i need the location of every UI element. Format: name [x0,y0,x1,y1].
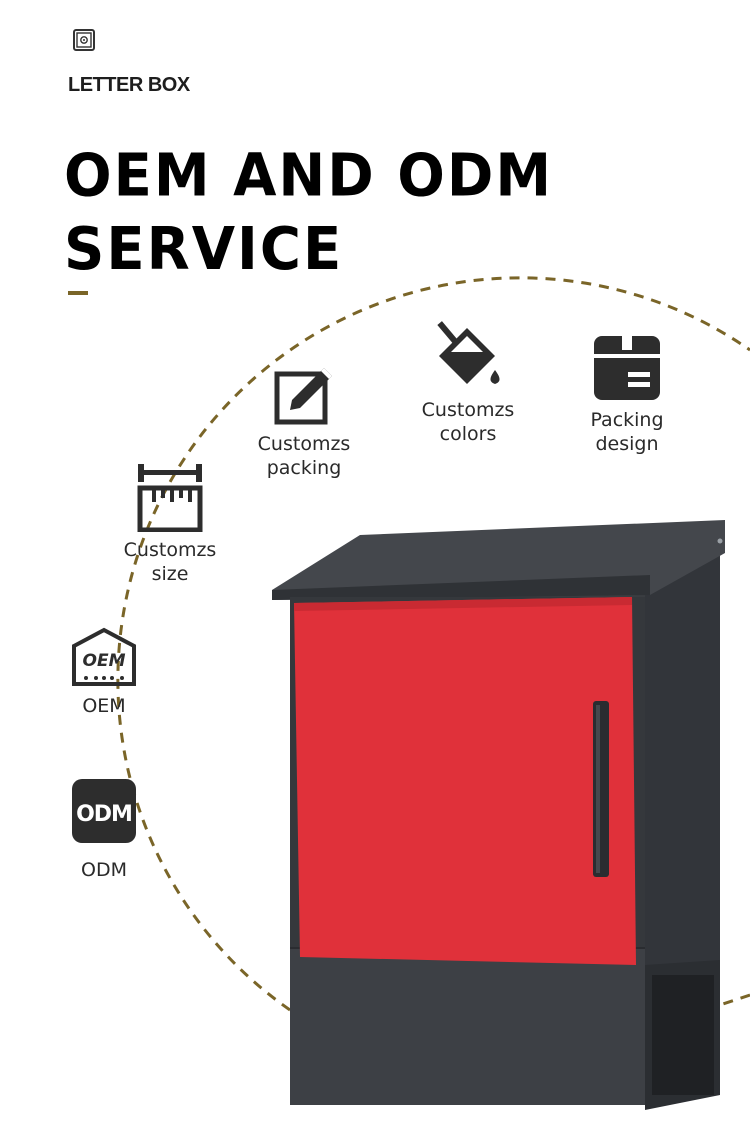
feature-packing-label: Customzs packing [257,433,351,479]
feature-packing-design: Packing design [568,334,686,456]
feature-size: Customzs size [108,464,232,586]
odm-badge-text: ODM [76,802,132,827]
title-line-2: SERVICE [64,215,344,284]
feature-colors: Customzs colors [410,318,526,446]
safe-icon [73,29,95,51]
accent-bar [68,291,88,295]
feature-oem: OEM OEM [64,626,144,718]
feature-packing-design-label: Packing design [590,409,664,455]
feature-oem-label: OEM [82,695,126,717]
ruler-icon [137,464,203,532]
feature-colors-label: Customzs colors [421,399,515,445]
mailbox-image [272,520,725,1110]
page-title: OEM AND ODM SERVICE [64,140,553,287]
brand-label: LETTER BOX [68,74,190,96]
feature-odm-label: ODM [81,859,127,881]
feature-odm: ODM ODM [64,778,144,882]
feature-packing: Customzs packing [246,368,362,480]
oem-badge-text: OEM [83,651,126,671]
odm-badge-icon: ODM [72,779,136,843]
oem-badge-icon: OEM [72,627,136,686]
box-icon [594,336,660,400]
edit-icon [274,368,332,425]
feature-size-label: Customzs size [123,539,217,585]
paint-bucket-icon [437,321,500,384]
title-line-1: OEM AND ODM [64,142,554,211]
